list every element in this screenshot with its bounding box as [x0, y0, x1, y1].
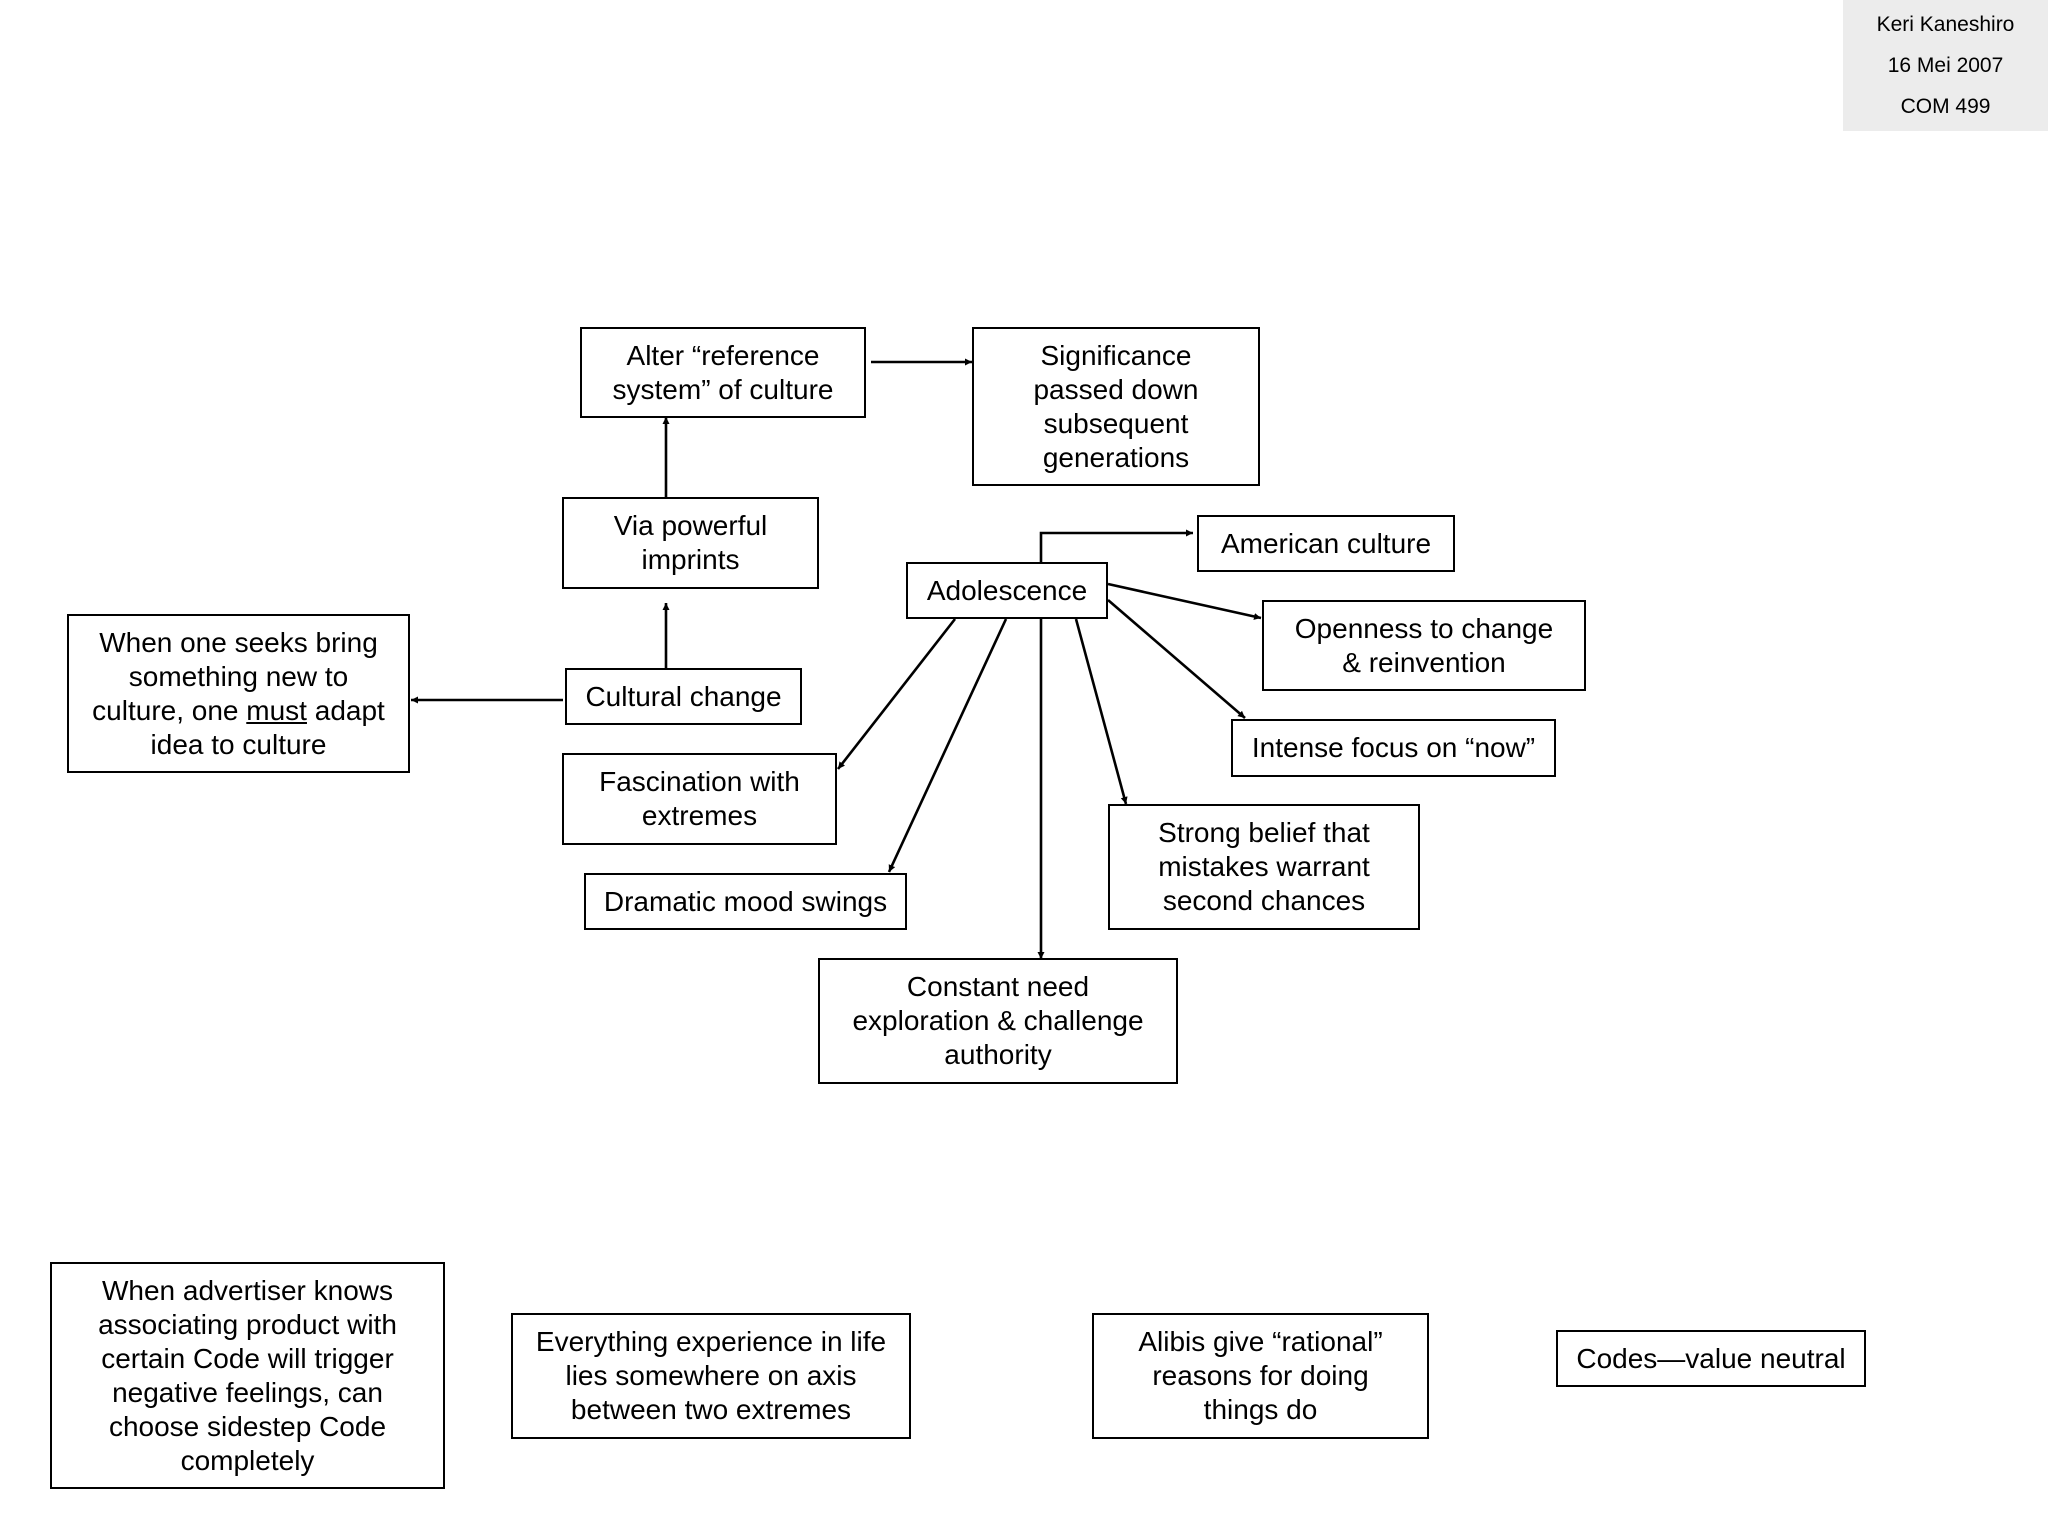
node-intense-focus: Intense focus on “now”: [1231, 719, 1556, 777]
node-codes-value-neutral: Codes—value neutral: [1556, 1330, 1866, 1387]
arrow-adolescence-to-fascination: [836, 618, 957, 770]
arrow-adolescence-to-openness: [1107, 582, 1262, 620]
node-when-one-seeks: When one seeks bring something new to cu…: [67, 614, 410, 773]
node-advertiser-knows: When advertiser knows associating produc…: [50, 1262, 445, 1489]
node-alibis: Alibis give “rational” reasons for doing…: [1092, 1313, 1429, 1439]
node-constant-need: Constant need exploration & challenge au…: [818, 958, 1178, 1084]
emphasis-must: must: [246, 694, 307, 726]
author-name: Keri Kaneshiro: [1876, 13, 2015, 36]
node-significance: Significance passed down subsequent gene…: [972, 327, 1260, 486]
node-cultural-change: Cultural change: [565, 668, 802, 725]
node-adolescence: Adolescence: [906, 562, 1108, 619]
node-openness: Openness to change & reinvention: [1262, 600, 1586, 691]
arrow-adolescence-to-american: [1039, 529, 1193, 564]
course-code: COM 499: [1900, 95, 1991, 118]
node-fascination-with-extremes: Fascination with extremes: [562, 753, 837, 845]
node-alter-reference-system: Alter “reference system” of culture: [580, 327, 866, 418]
header-info: Keri Kaneshiro 16 Mei 2007 COM 499: [1843, 0, 2048, 131]
node-via-powerful-imprints: Via powerful imprints: [562, 497, 819, 589]
node-american-culture: American culture: [1197, 515, 1455, 572]
node-dramatic-mood-swings: Dramatic mood swings: [584, 873, 907, 930]
date: 16 Mei 2007: [1887, 54, 2004, 77]
node-everything-experience: Everything experience in life lies somew…: [511, 1313, 911, 1439]
arrow-adolescence-to-focus: [1107, 599, 1246, 719]
node-strong-belief: Strong belief that mistakes warrant seco…: [1108, 804, 1420, 930]
arrow-adolescence-to-mood: [887, 618, 1008, 873]
arrow-adolescence-to-belief: [1074, 618, 1128, 805]
